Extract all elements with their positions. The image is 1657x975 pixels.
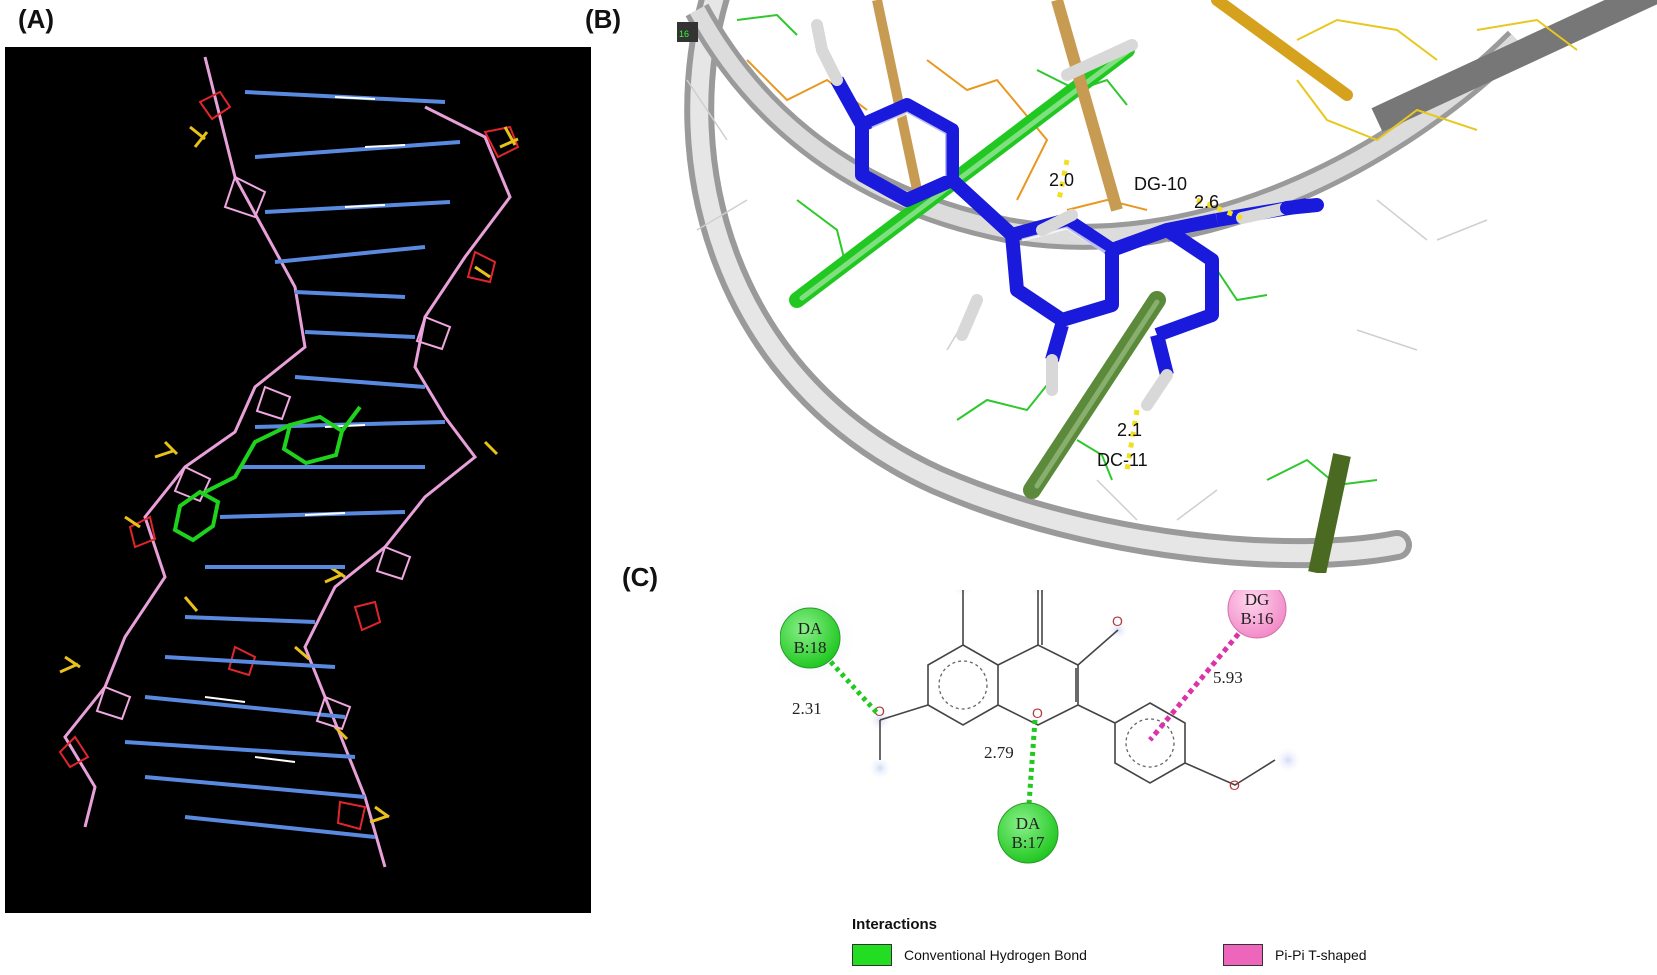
interaction-legend: Interactions Conventional Hydrogen Bond … (850, 916, 1430, 975)
tan-stick (1051, 0, 1123, 212)
interaction-diagram-svg: O O O O O O DA B:18 DA B:17 DG B:16 2.31 (762, 567, 1302, 864)
pipi-line-dg16 (1148, 618, 1252, 742)
residue-dg16-chain: B:16 (1240, 609, 1273, 628)
legend-title: Interactions (852, 916, 938, 933)
residue-dg16: DG B:16 (1227, 579, 1287, 639)
sugar-framework (95, 175, 452, 731)
atom-o-label: O (1112, 613, 1123, 629)
panel-a-label: (A) (18, 4, 55, 34)
residue-dg16-name: DG (1245, 590, 1270, 609)
residue-da18-name: DA (798, 619, 823, 638)
residue-da17: DA B:17 (997, 802, 1059, 864)
residue-da17-chain: B:17 (1011, 833, 1045, 852)
hbond-line-da18 (818, 648, 880, 716)
base-pair-rungs (124, 90, 461, 839)
legend-swatch-pipi (1223, 944, 1263, 966)
distance-label-2-1: 2.1 (1117, 420, 1142, 440)
legend-swatch-hbond (852, 944, 892, 966)
interaction-diagram-panel: O O O O O O DA B:18 DA B:17 DG B:16 2.31 (762, 567, 1440, 920)
residue-label-dg10: DG-10 (1134, 174, 1187, 194)
docking-closeup-svg: 16 2.0 DG-10 2.6 2.1 DC-11 (677, 0, 1657, 573)
hbond-line-da17 (1025, 719, 1038, 819)
distance-label-2-0: 2.0 (1049, 170, 1074, 190)
legend-label-hbond: Conventional Hydrogen Bond (904, 947, 1087, 963)
dna-structure-panel (5, 47, 591, 913)
residue-badge (677, 22, 698, 42)
distance-231: 2.31 (792, 699, 822, 718)
distance-279: 2.79 (984, 743, 1014, 762)
panel-c-label: (C) (622, 562, 659, 592)
panel-b-label: (B) (585, 4, 622, 34)
base-pair-highlights (204, 96, 406, 763)
legend-label-pipi: Pi-Pi T-shaped (1275, 947, 1367, 963)
dna-structure-svg (58, 56, 520, 868)
residue-badge-text: 16 (679, 29, 689, 39)
phosphate-groups (58, 90, 520, 831)
docking-closeup-panel: 16 2.0 DG-10 2.6 2.1 DC-11 (677, 0, 1657, 573)
hydrogen-atoms (811, 19, 1293, 411)
phosphorus-atoms (59, 125, 519, 824)
ligand-skeleton (879, 586, 1276, 786)
atom-o-label: O (1032, 705, 1043, 721)
residue-label-dc11: DC-11 (1097, 450, 1148, 470)
hbond-dashes (1056, 159, 1243, 471)
atom-o-label: O (874, 703, 885, 719)
legend-item-hbond: Conventional Hydrogen Bond (852, 944, 1087, 966)
residue-da18: DA B:18 (779, 607, 841, 669)
ligand-green (172, 405, 362, 543)
gold-stick (1211, 0, 1353, 101)
residue-da17-name: DA (1016, 814, 1041, 833)
distance-label-2-6: 2.6 (1194, 192, 1219, 212)
atom-o-label: O (1229, 777, 1240, 793)
legend-item-pipi: Pi-Pi T-shaped (1223, 944, 1367, 966)
dna-backbone-left (63, 56, 307, 828)
dna-backbone-right (303, 105, 512, 868)
residue-da18-chain: B:18 (793, 638, 826, 657)
distance-593: 5.93 (1213, 668, 1243, 687)
